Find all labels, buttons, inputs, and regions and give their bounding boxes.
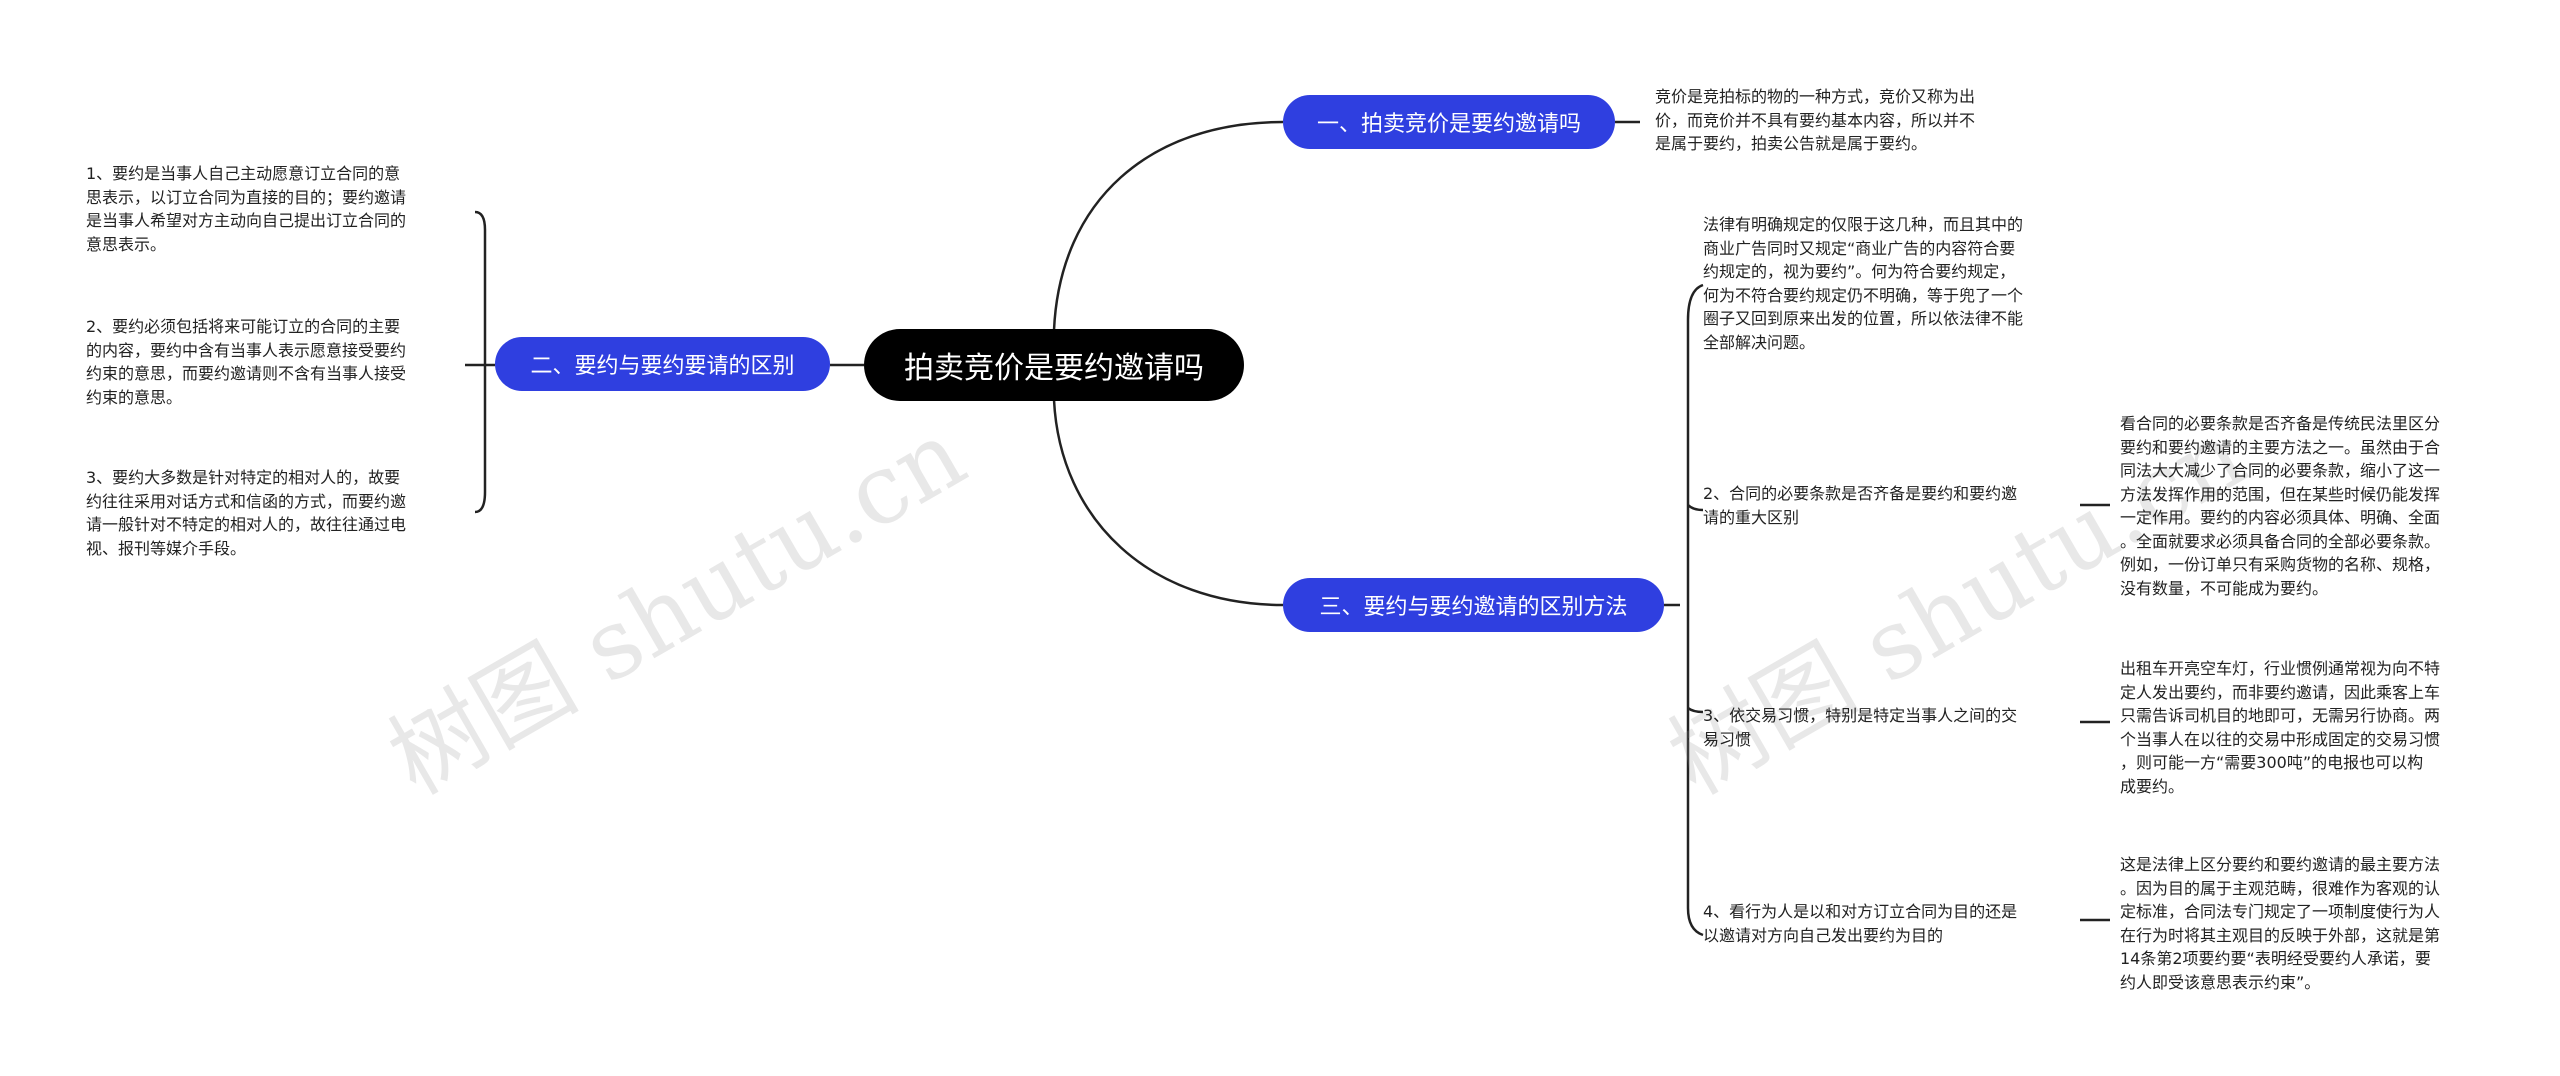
branch2-leaf-1: 1、要约是当事人自己主动愿意订立合同的意 思表示，以订立合同为直接的目的；要约邀… (86, 164, 407, 254)
branch3-leaf-4-detail: 这是法律上区分要约和要约邀请的最主要方法 。因为目的属于主观范畴，很难作为客观的… (2120, 855, 2441, 992)
connector-b3-item2 (1687, 504, 1704, 512)
branch-node-3[interactable]: 三、要约与要约邀请的区别方法 (1283, 578, 1664, 632)
branch3-bracket (1686, 283, 1704, 937)
connector-root-branch1 (1052, 120, 1284, 331)
connector-root-branch3 (1052, 399, 1284, 607)
branch-node-2[interactable]: 二、要约与要约要请的区别 (495, 337, 830, 391)
branch1-leaf-text: 竞价是竞拍标的物的一种方式，竞价又称为出 价，而竞价并不具有要约基本内容，所以并… (1655, 87, 1976, 153)
branch2-bracket (474, 210, 487, 514)
branch-node-1[interactable]: 一、拍卖竞价是要约邀请吗 (1283, 95, 1615, 149)
branch3-leaf-4: 4、看行为人是以和对方订立合同为目的还是 以邀请对方向自己发出要约为目的 (1703, 902, 2018, 945)
connector-b3-item3 (1687, 706, 1704, 714)
branch2-leaf-2: 2、要约必须包括将来可能订立的合同的主要 的内容，要约中含有当事人表示愿意接受要… (86, 317, 407, 407)
branch3-leaf-3-detail: 出租车开亮空车灯，行业惯例通常视为向不特 定人发出要约，而非要约邀请，因此乘客上… (2120, 659, 2441, 796)
branch3-leaf-2-detail: 看合同的必要条款是否齐备是传统民法里区分 要约和要约邀请的主要方法之一。虽然由于… (2120, 414, 2441, 598)
root-node[interactable]: 拍卖竞价是要约邀请吗 (864, 329, 1244, 401)
branch2-leaf-3: 3、要约大多数是针对特定的相对人的，故要 约往往采用对话方式和信函的方式，而要约… (86, 468, 407, 558)
branch3-leaf-3: 3、依交易习惯，特别是特定当事人之间的交 易习惯 (1703, 706, 2018, 749)
branch3-leaf-2: 2、合同的必要条款是否齐备是要约和要约邀 请的重大区别 (1703, 484, 2018, 527)
branch3-leaf-1: 法律有明确规定的仅限于这几种，而且其中的 商业广告同时又规定“商业广告的内容符合… (1703, 215, 2024, 352)
